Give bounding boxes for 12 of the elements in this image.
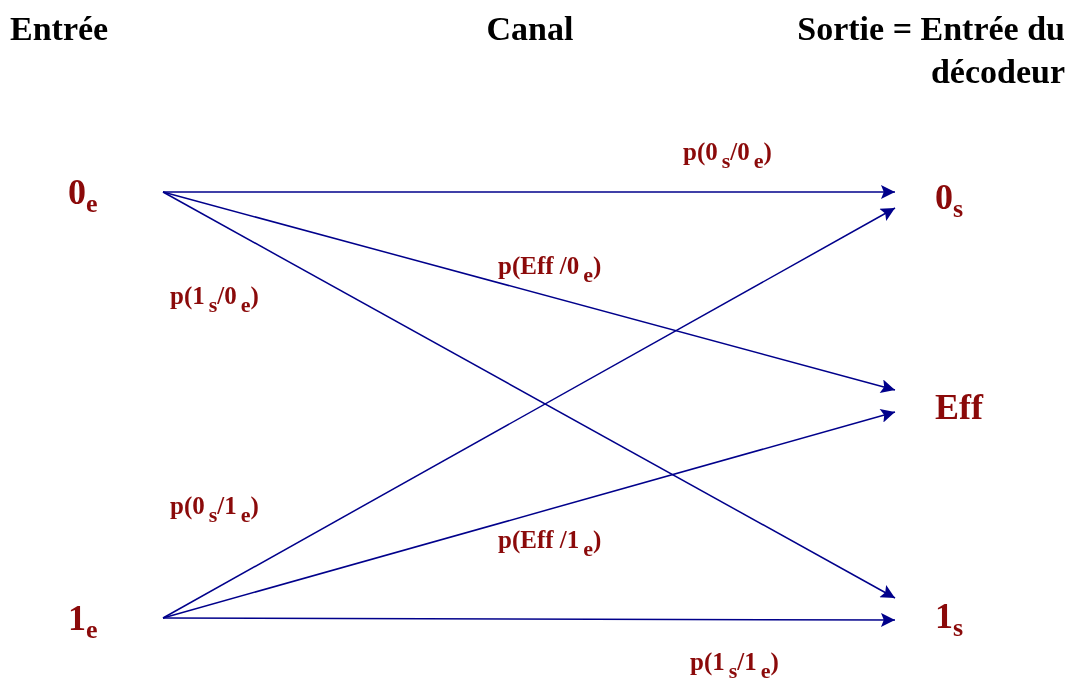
node-label: 1$_{s}$ bbox=[935, 598, 964, 634]
column-heading: Entrée bbox=[10, 9, 110, 49]
node-label: Eff bbox=[935, 389, 983, 425]
arrow bbox=[162, 612, 896, 627]
arrow bbox=[162, 191, 896, 394]
column-heading: Canal bbox=[485, 9, 575, 49]
node-label: 0$_{e}$ bbox=[68, 174, 98, 210]
node-label: 0$_{s}$ bbox=[935, 179, 964, 215]
node-label: 1$_{e}$ bbox=[68, 600, 98, 636]
column-heading: Sortie = Entrée du décodeur bbox=[796, 9, 1065, 92]
arrow bbox=[162, 409, 896, 619]
arrow bbox=[162, 185, 896, 199]
